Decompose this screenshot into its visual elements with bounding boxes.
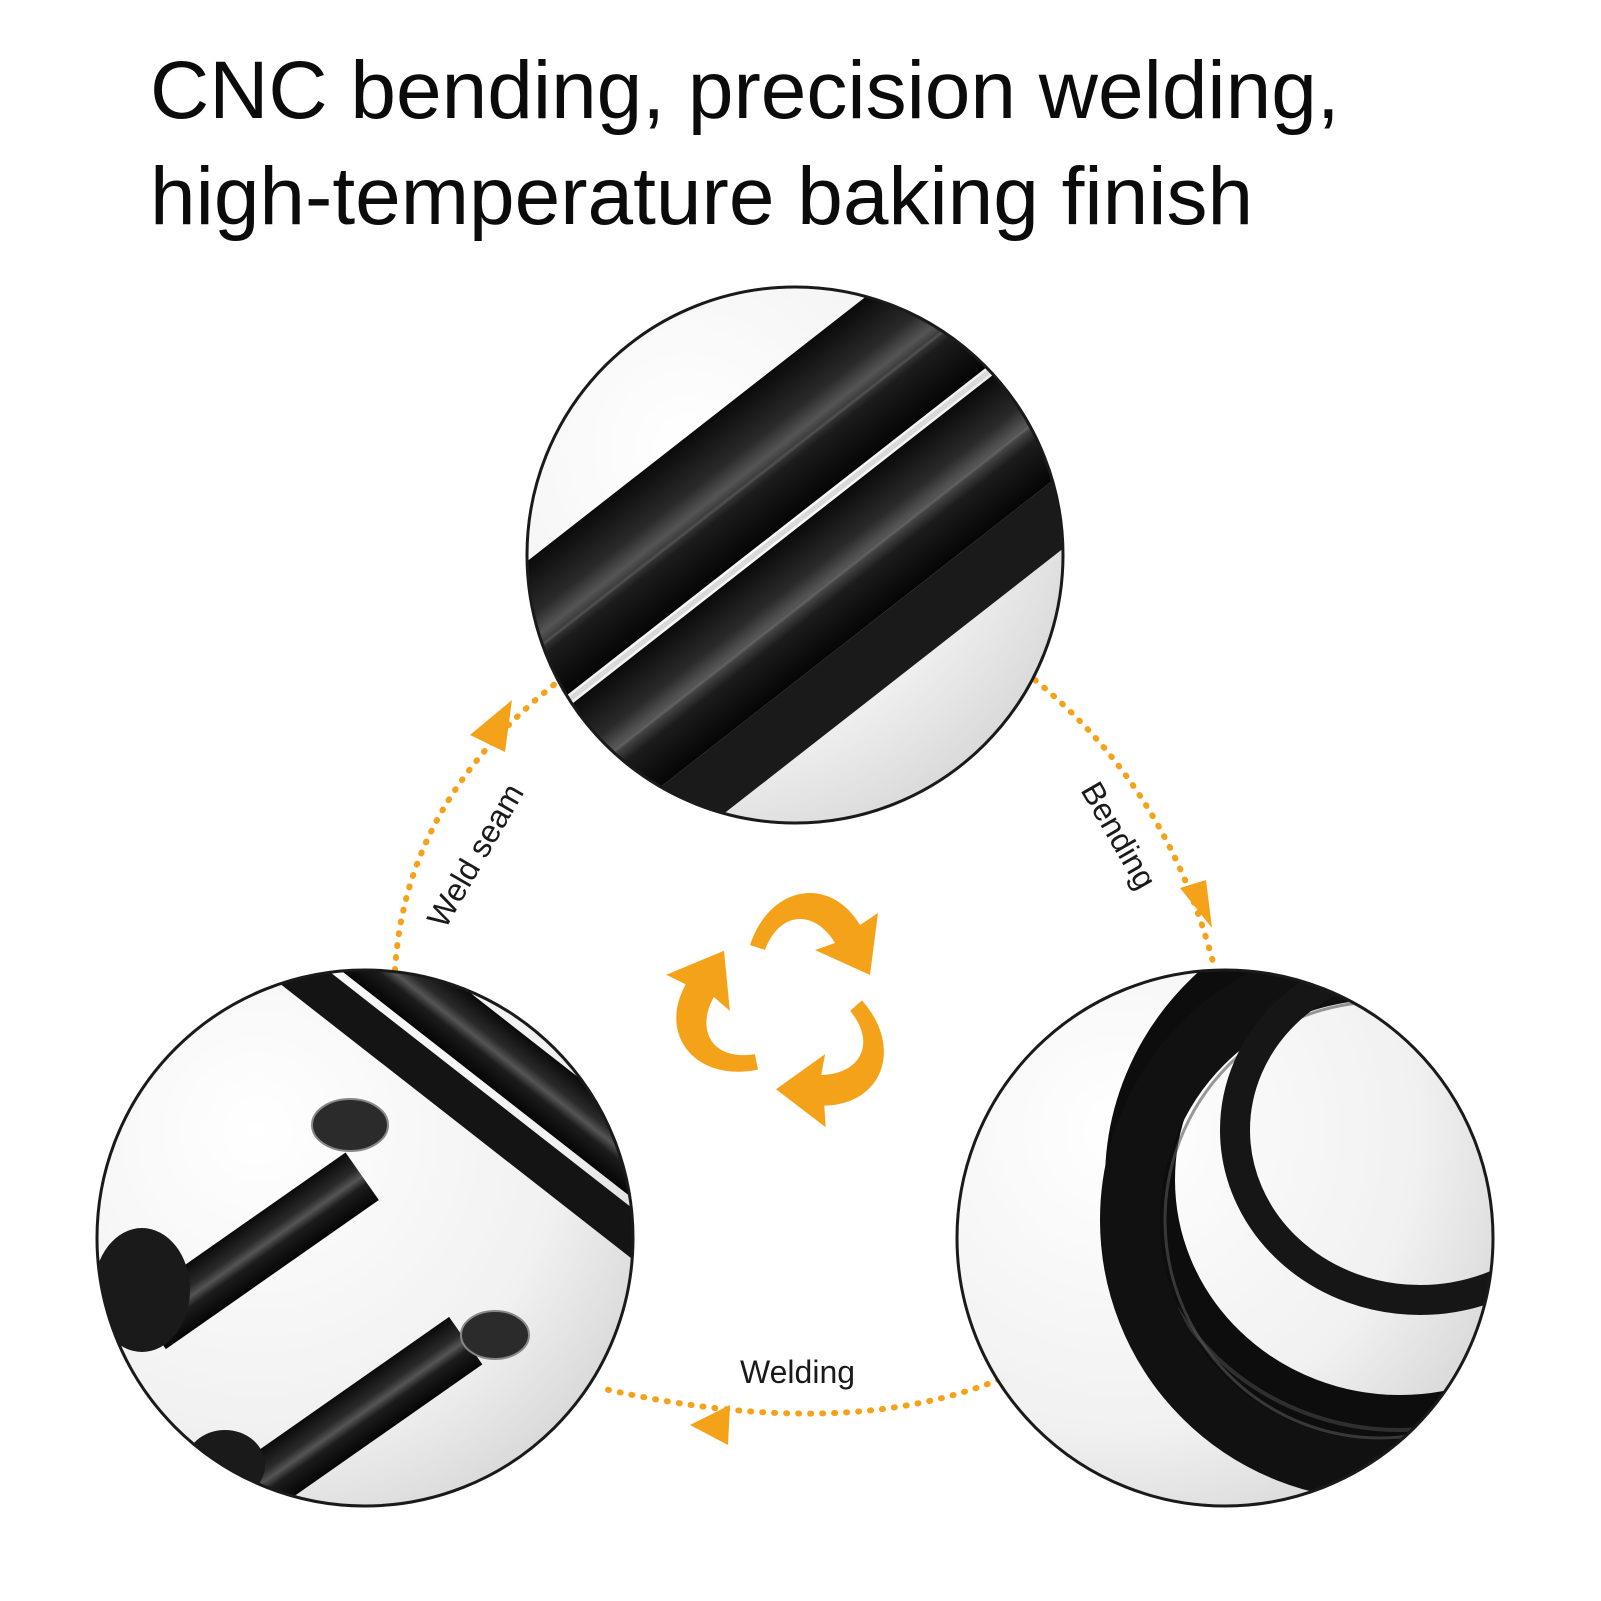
- arrowhead-right-to-left: [690, 1405, 730, 1445]
- arrow-left-to-top: [392, 677, 563, 973]
- photo-left: [95, 968, 635, 1508]
- arrowhead-top-to-right: [1180, 880, 1212, 928]
- headline: CNC bending, precision welding, high-tem…: [150, 38, 1550, 250]
- arrowhead-left-to-top: [470, 700, 512, 752]
- photo-right: [955, 968, 1495, 1508]
- label-weld-seam: Weld seam: [420, 777, 531, 933]
- connector-arrows: [392, 677, 1218, 1445]
- headline-line-1: CNC bending, precision welding,: [150, 45, 1340, 136]
- arrow-top-to-right: [1032, 677, 1218, 973]
- photo-top: [525, 285, 1065, 825]
- recycle-arrows-icon: [666, 892, 884, 1128]
- label-bending: Bending: [1074, 776, 1164, 896]
- headline-line-2: high-temperature baking finish: [150, 151, 1254, 242]
- arrow-right-to-left: [597, 1372, 1013, 1417]
- label-welding: Welding: [740, 1354, 855, 1390]
